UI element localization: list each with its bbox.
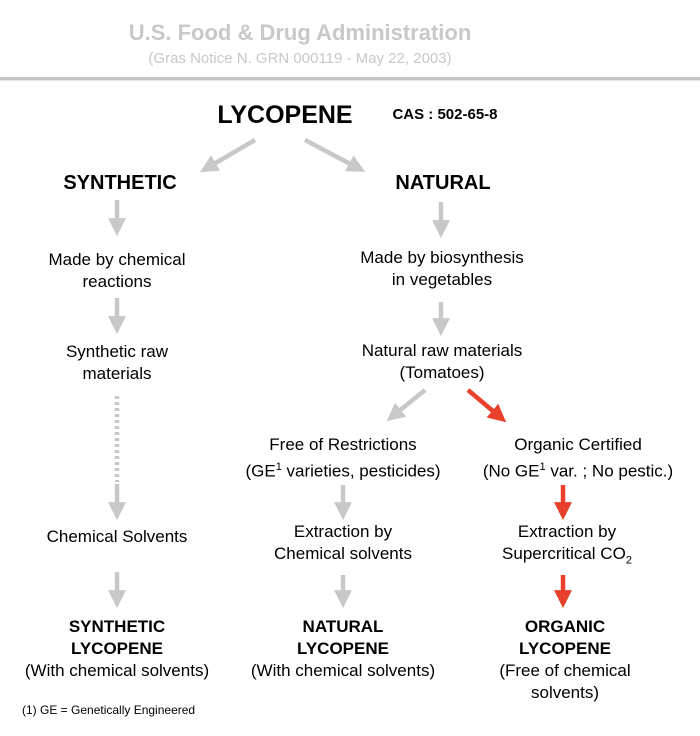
natural-step-raw-materials: Natural raw materials (Tomatoes) [322,340,562,384]
synthetic-heading: SYNTHETIC [63,172,177,194]
natural-result-line2: LYCOPENE [297,639,389,658]
footnote: (1) GE = Genetically Engineered [22,703,196,717]
organic-result-line2: LYCOPENE [519,639,611,658]
arrow-to-natural [303,138,366,172]
synthetic-step-chemical-reactions: Made by chemical reactions [10,249,224,293]
header-subtitle: (Gras Notice N. GRN 000119 - May 22, 200… [148,50,452,67]
organic-certified-node: Organic Certified (No GE1 var. ; No pest… [460,434,696,483]
header-divider-shadow [0,80,700,81]
organic-result-line4: solvents) [530,683,600,702]
natural-result-line1: NATURAL [302,617,384,636]
header-divider [0,77,700,80]
free-extraction-node: Extraction by Chemical solvents [232,521,454,565]
synthetic-result-line2: LYCOPENE [71,639,163,658]
synthetic-step-solvents: Chemical Solvents [46,527,188,546]
synthetic-step2-line2: materials [82,364,152,383]
arrow-to-organic [466,388,507,423]
free-line1: Free of Restrictions [269,435,417,454]
organic-result-line1: ORGANIC [524,617,606,636]
free-of-restrictions-node: Free of Restrictions (GE1 varieties, pes… [232,434,454,483]
arrow-to-synthetic [200,138,257,173]
natural-step-biosynthesis: Made by biosynthesis in vegetables [322,247,562,291]
synthetic-step1-line1: Made by chemical [48,250,186,269]
natural-step2-line2: (Tomatoes) [399,363,485,382]
cas-number: CAS : 502-65-8 [392,106,498,123]
natural-step2-line1: Natural raw materials [361,341,523,360]
natural-step1-line1: Made by biosynthesis [360,248,524,267]
free-line2: (GE1 varieties, pesticides) [245,461,441,481]
organic-extraction-line1: Extraction by [517,522,617,541]
synthetic-step-raw-materials: Synthetic raw materials [10,341,224,385]
free-extraction-line2: Chemical solvents [274,544,412,563]
lycopene-title: LYCOPENE [217,101,353,129]
natural-result: NATURAL LYCOPENE (With chemical solvents… [232,616,454,682]
natural-result-line3: (With chemical solvents) [250,661,436,680]
arrow-to-free [386,388,427,422]
organic-result-line3: (Free of chemical [499,661,631,680]
synthetic-result-line3: (With chemical solvents) [24,661,210,680]
free-extraction-line1: Extraction by [293,522,393,541]
natural-heading: NATURAL [395,172,491,194]
organic-line1: Organic Certified [514,435,642,454]
synthetic-step1-line2: reactions [82,272,152,291]
organic-extraction-node: Extraction by Supercritical CO2 [460,521,674,571]
organic-result: ORGANIC LYCOPENE (Free of chemical solve… [460,616,670,704]
header-title: U.S. Food & Drug Administration [128,20,472,45]
natural-step1-line2: in vegetables [391,270,493,289]
synthetic-step2-line1: Synthetic raw [65,342,169,361]
synthetic-result: SYNTHETIC LYCOPENE (With chemical solven… [5,616,229,682]
organic-extraction-line2: Supercritical CO2 [502,544,632,567]
synthetic-result-line1: SYNTHETIC [68,617,166,636]
organic-line2: (No GE1 var. ; No pestic.) [482,461,674,481]
